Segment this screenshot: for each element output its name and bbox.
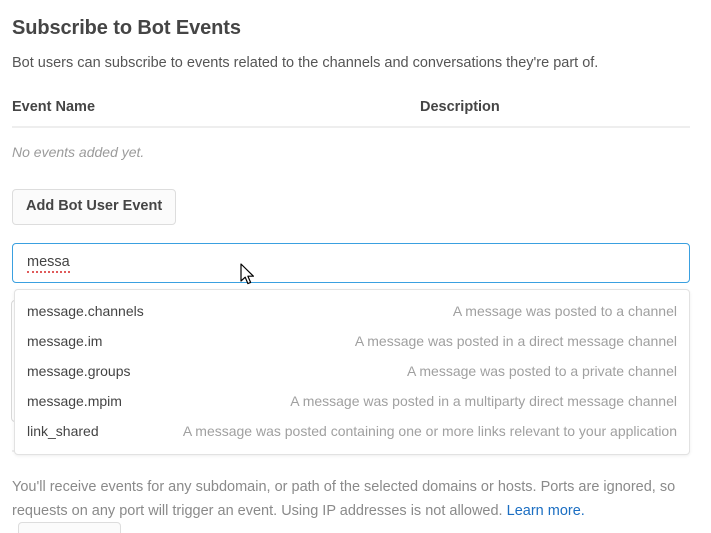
dropdown-option-message-im[interactable]: message.im A message was posted in a dir…: [15, 326, 689, 356]
dropdown-option-message-groups[interactable]: message.groups A message was posted to a…: [15, 356, 689, 386]
dropdown-option-message-channels[interactable]: message.channels A message was posted to…: [15, 296, 689, 326]
table-empty-row: No events added yet.: [12, 127, 690, 160]
event-search-input[interactable]: messa: [12, 243, 690, 283]
add-bot-user-event-button[interactable]: Add Bot User Event: [12, 189, 177, 225]
event-search-dropdown: message.channels A message was posted to…: [14, 289, 690, 455]
option-name: message.im: [27, 333, 103, 349]
column-header-event-name: Event Name: [12, 99, 420, 128]
table-body: No events added yet.: [12, 127, 690, 160]
domains-help-body: You'll receive events for any subdomain,…: [12, 478, 676, 519]
column-header-description: Description: [420, 99, 690, 128]
option-name: message.groups: [27, 363, 131, 379]
event-search-input-value: messa: [27, 254, 70, 273]
bot-events-table: Event Name Description No events added y…: [12, 99, 690, 160]
empty-state-message: No events added yet.: [12, 144, 145, 160]
bottom-partial-button[interactable]: [18, 522, 121, 533]
option-name: message.channels: [27, 303, 144, 319]
page-title: Subscribe to Bot Events: [12, 17, 241, 39]
option-description: A message was posted to a channel: [452, 303, 677, 319]
option-name: message.mpim: [27, 393, 122, 409]
option-description: A message was posted containing one or m…: [182, 423, 677, 439]
page-subtitle: Bot users can subscribe to events relate…: [12, 55, 599, 71]
option-name: link_shared: [27, 423, 99, 439]
dropdown-option-link-shared[interactable]: link_shared A message was posted contain…: [15, 416, 689, 446]
dropdown-option-message-mpim[interactable]: message.mpim A message was posted in a m…: [15, 386, 689, 416]
table-header: Event Name Description: [12, 99, 690, 128]
domains-help-text: You'll receive events for any subdomain,…: [12, 475, 684, 523]
option-description: A message was posted in a direct message…: [354, 333, 677, 349]
table-header-row: Event Name Description: [12, 99, 690, 128]
option-description: A message was posted in a multiparty dir…: [290, 393, 677, 409]
option-description: A message was posted to a private channe…: [406, 363, 677, 379]
event-search-combobox: messa message.channels A message was pos…: [12, 243, 690, 455]
learn-more-link[interactable]: Learn more.: [506, 502, 585, 519]
